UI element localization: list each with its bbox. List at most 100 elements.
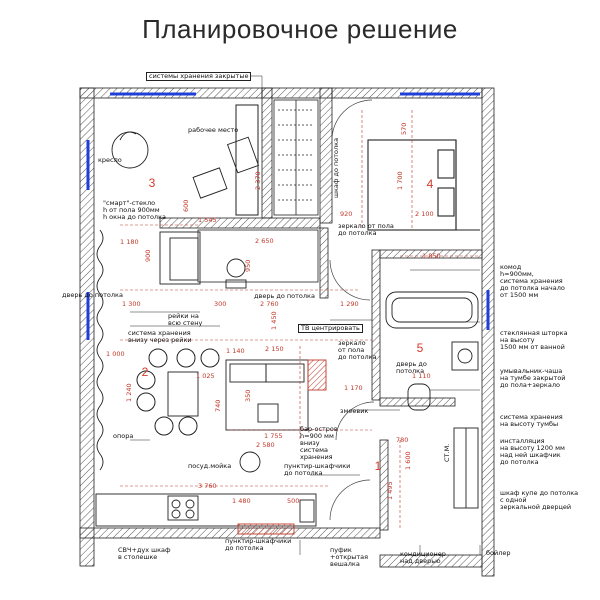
mirror-label-1: зеркало от пола [338,222,394,230]
sink-label-3: до пола+зеркало [500,381,560,389]
dimension: 500 [287,497,300,505]
storage-closed-label: системы хранения закрытые [146,72,252,81]
tv-label: ТВ центрировать [298,324,363,333]
storage-rails-label-1: система хранения [128,329,191,337]
boiler-label: бойлер [486,549,511,557]
dishwasher-label: посуд.мойка [188,462,232,470]
dimension: 1 700 [396,171,404,190]
dimension: 570 [400,122,408,135]
bar-label-5: хранения [300,453,333,461]
leaders [130,75,481,555]
installation-label-3: над ней шкафчик [500,451,561,459]
curtain-label-3: 1500 мм от ванной [500,343,565,351]
dimension: 1 600 [404,451,412,470]
microwave-label-1: СВЧ+дух шкаф [118,546,171,554]
dimension: 1 545 [198,216,217,224]
dimension: 950 [244,259,252,272]
dimension: 740 [214,399,222,412]
dimension: 350 [244,389,252,402]
dimension: 1 180 [120,238,139,246]
punct-cabinets2-label-1: пунктир-шкафчики [225,537,292,545]
bar-label-3: внизу [300,439,320,447]
rails-label-1: рейки на [168,312,199,320]
dresser-label-5: от 1500 мм [500,291,539,299]
pouf-label-2: +открытая [330,553,369,561]
armchair-label: кресло [98,156,122,164]
dimension: 1 290 [340,300,359,308]
dimension: 900 [144,249,152,262]
rails-label-2: всю стену [168,319,203,327]
door5-label-1: дверь до [396,360,427,368]
dimension: 1 300 [122,300,141,308]
ac-label-1: кондиционер [400,550,446,558]
pouf-label-3: вешалка [330,560,360,568]
sofa [159,231,247,289]
support-label: опора [113,432,134,440]
dimension: 1 000 [106,350,125,358]
mirror2-label-2: от пола [338,346,365,354]
storage-tumb-label-1: система хранения [500,413,563,421]
dimension: 2 650 [255,237,274,245]
dimension: 1 140 [226,347,245,355]
doors [329,99,375,521]
installation-label-4: до потолка [500,458,539,466]
bar-label-2: h=900 мм [300,432,334,440]
coil-label: змеевик [340,407,369,415]
door-full-label-1: дверь до потолка [62,291,123,299]
dresser-label-4: до потолка начало [500,284,565,292]
installation-label-1: инсталляция [500,437,545,445]
dimension: 1 450 [270,311,278,330]
office-furniture [111,104,260,216]
dimension: 1 025 [196,372,215,380]
door5-label-2: потолка [396,367,425,375]
room-number: 5 [416,341,424,355]
punct-cabinets-label-1: пунктир-шкафчики [284,462,351,470]
dimension: 2 760 [260,300,279,308]
door-full-label-2: дверь до потолка [254,292,315,300]
smart-glass-label-1: "смарт"-стекло [103,199,156,207]
dimension: 2 150 [265,345,284,353]
dimension: 1 240 [125,383,133,402]
storage-tumb-label-2: на высоту тумбы [500,420,559,428]
dimension: 1 110 [412,372,431,380]
dimension: 2 580 [256,441,275,449]
room-number: 4 [426,177,434,191]
dimension: 300 [214,300,227,308]
smart-glass-label-2: h от пола 900мм [103,206,160,214]
dimension: 1 170 [344,384,363,392]
windows [86,92,490,340]
sink-label-1: умывальник-чаша [500,367,563,375]
coupe-label-2: с одной [500,496,527,504]
punct-cabinets-label-2: до потолка [284,469,323,477]
page-title: Планировочное решение [142,14,458,44]
installation-label-2: на высоту 1200 мм [500,444,565,452]
dimension: 1 495 [386,481,394,500]
room-number: 1 [374,459,382,473]
workplace-label: рабочее место [188,126,239,134]
guide-lines [120,110,480,530]
room-number: 3 [148,176,156,190]
mirror2-label-3: до потолка [338,353,377,361]
ac-label-2: над дверью [400,557,441,565]
smart-glass-label-3: h окна до потолка [103,213,166,221]
dresser-label-2: h=900мм, [500,270,534,278]
coupe-label-1: шкаф купе до потолка [500,489,579,497]
microwave-label-2: в столешке [118,553,158,561]
dimension: 3 760 [198,482,217,490]
dimension: 920 [340,210,353,218]
dimension: 1 480 [232,497,251,505]
curtain-left [96,229,104,471]
bathroom-fixtures [385,291,479,509]
bar-label-4: система [300,446,329,454]
curtain-label-2: на высоту [500,336,535,344]
dimension: 1 850 [422,252,441,260]
storage-rails-label-2: внизу через рейки [128,336,192,344]
stm-label: СТ.М. [443,443,451,462]
mirror2-label-1: зеркало [338,339,366,347]
mirror-label-2: до потолка [338,229,377,237]
punct-cabinets2-label-2: до потолка [225,544,264,552]
interior-walls [159,87,483,531]
dimension: 2 100 [415,210,434,218]
dimension: 780 [396,436,409,444]
